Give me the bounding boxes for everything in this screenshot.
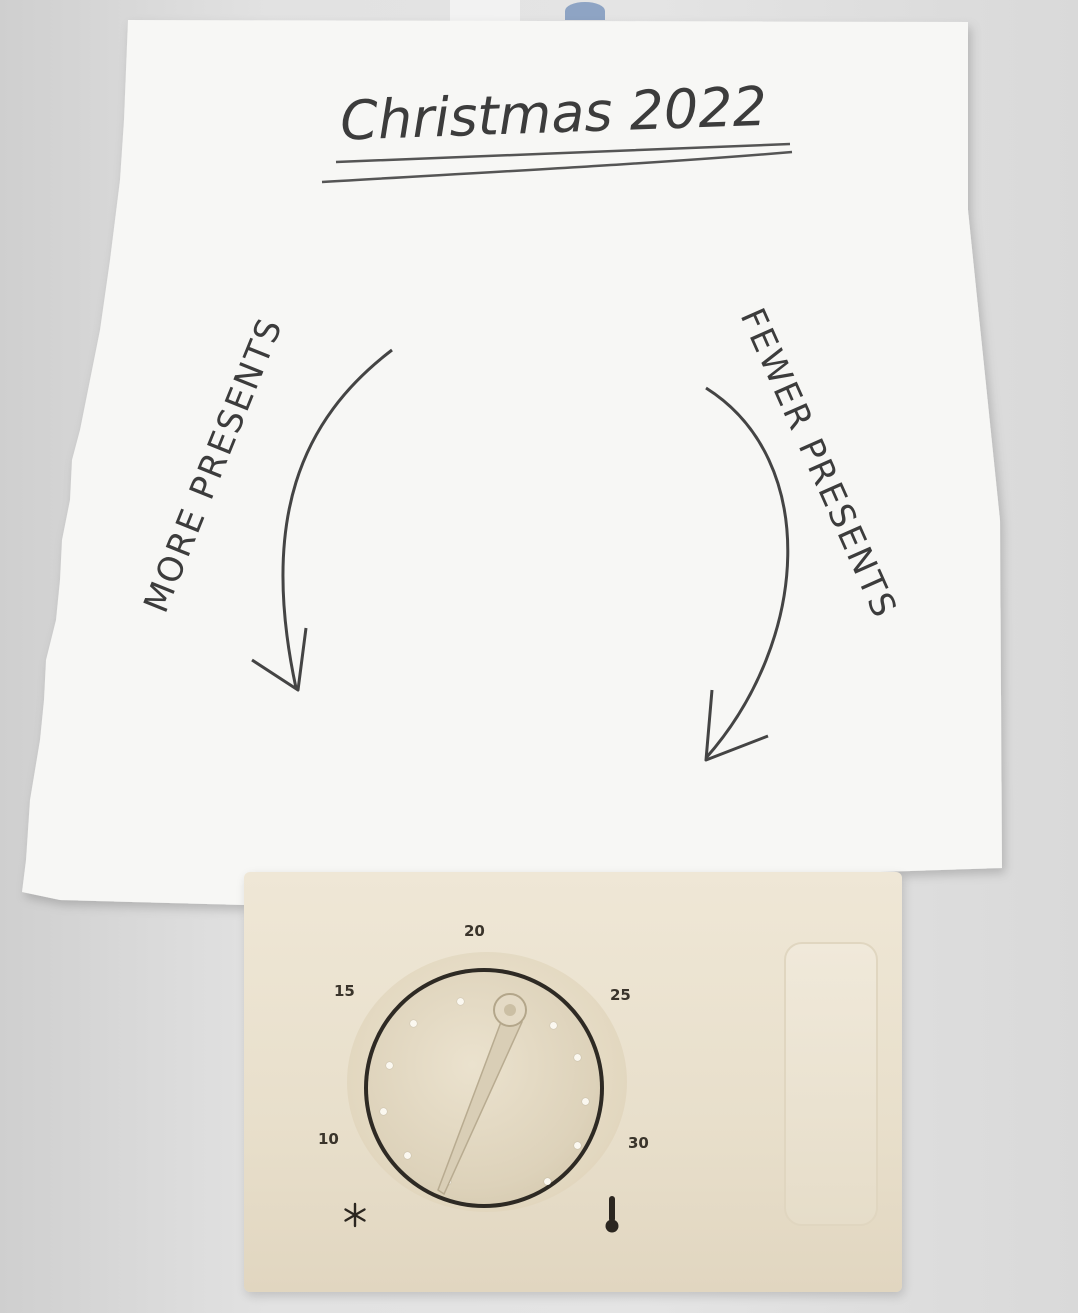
title-underline	[335, 142, 791, 164]
dial-dot	[410, 1020, 417, 1027]
dial-dot	[457, 998, 464, 1005]
dial-dot	[574, 1142, 581, 1149]
note-title: Christmas 2022	[339, 75, 768, 153]
title-underline-2	[321, 150, 793, 184]
scale-label-15: 15	[334, 982, 355, 1000]
thermostat: 20 15 25 10 30	[244, 872, 902, 1292]
dial-dot	[550, 1022, 557, 1029]
dial-dot	[404, 1152, 411, 1159]
thermometer-icon	[605, 1196, 619, 1233]
scale-label-30: 30	[628, 1134, 649, 1152]
scale-label-20: 20	[464, 922, 485, 940]
snowflake-icon	[344, 1202, 366, 1228]
dial-dot	[544, 1178, 551, 1185]
scale-label-25: 25	[610, 986, 631, 1004]
paper-sheet	[22, 20, 1002, 905]
right-arrow	[704, 386, 790, 759]
dial-dot	[380, 1108, 387, 1115]
dial-needle[interactable]	[244, 872, 902, 1292]
left-arrowhead	[251, 627, 308, 692]
right-arrowhead	[704, 689, 769, 762]
dial-dot	[582, 1098, 589, 1105]
pin-tab	[565, 2, 605, 20]
display-window	[784, 942, 878, 1226]
left-arrow	[281, 348, 393, 689]
dial-dot	[386, 1062, 393, 1069]
dial-dot	[574, 1054, 581, 1061]
scale-label-10: 10	[318, 1130, 339, 1148]
